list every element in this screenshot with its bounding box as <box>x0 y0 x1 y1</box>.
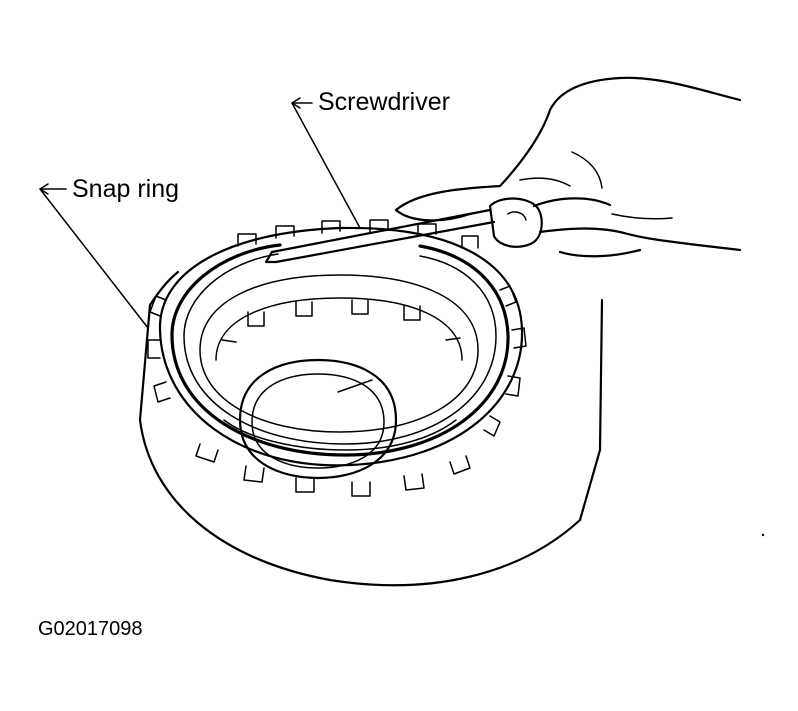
leader-lines <box>39 97 361 329</box>
screwdriver <box>264 197 543 264</box>
hand <box>394 76 742 258</box>
clutch-drum <box>138 219 604 587</box>
snap-ring-label: Snap ring <box>72 175 180 203</box>
center-bore <box>238 358 398 480</box>
snap-ring-leader <box>39 188 149 329</box>
screwdriver-leader <box>291 102 361 229</box>
inner-hub <box>199 274 479 451</box>
stray-dot <box>761 533 765 537</box>
screwdriver-label: Screwdriver <box>318 88 450 116</box>
snap-ring <box>170 243 510 457</box>
figure-id: G02017098 <box>38 618 143 640</box>
